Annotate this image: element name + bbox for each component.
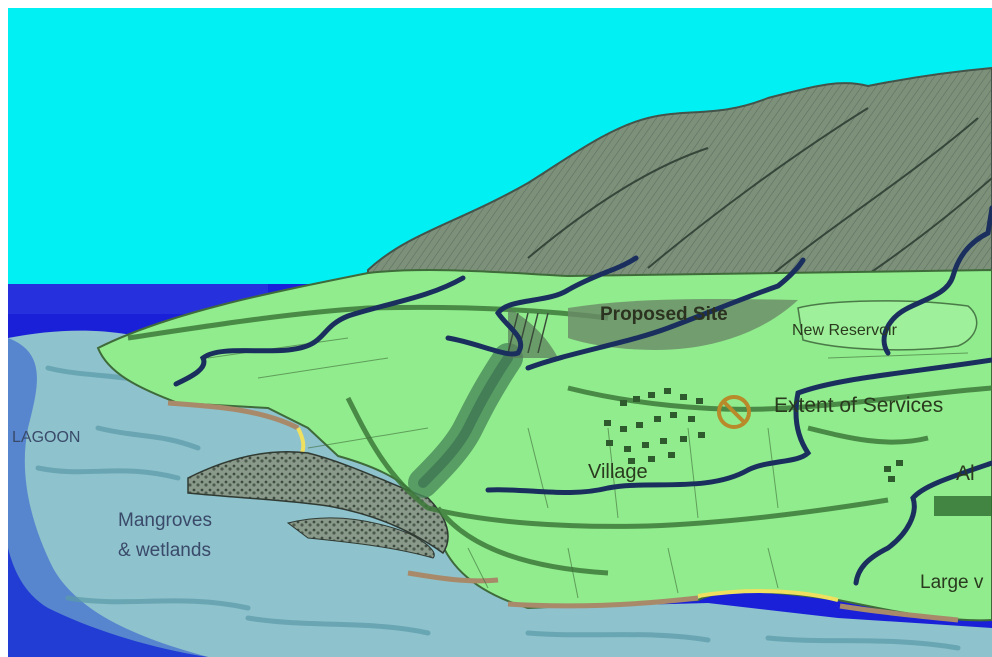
label-new-reservoir: New Reservoir	[792, 322, 898, 339]
label-large-partial: Large v	[920, 572, 984, 593]
label-extent-of-services: Extent of Services	[774, 394, 943, 417]
label-al-partial: Al	[956, 462, 975, 485]
site-plan-map: Proposed Site New Reservoir Extent of Se…	[8, 8, 992, 657]
label-wetlands: & wetlands	[118, 540, 211, 561]
label-proposed-site: Proposed Site	[600, 304, 728, 325]
rocky-headland	[187, 450, 449, 555]
map-canvas: Proposed Site New Reservoir Extent of Se…	[8, 8, 992, 657]
label-mangroves: Mangroves	[118, 510, 212, 531]
no-entry-icon	[717, 395, 751, 429]
label-village: Village	[588, 461, 648, 483]
mountain-range	[367, 66, 992, 289]
boundary-lines	[173, 205, 992, 586]
village-houses	[604, 388, 903, 482]
label-lagoon: LAGOON	[12, 429, 80, 446]
